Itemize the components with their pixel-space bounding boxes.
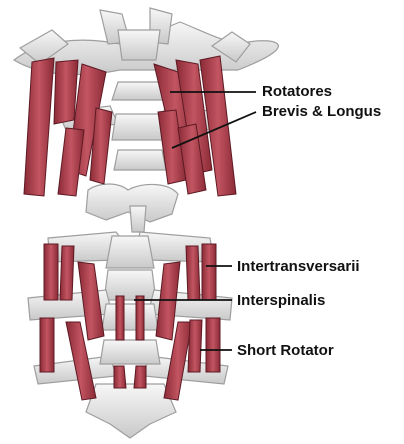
label-rotatores-line1: Rotatores (262, 83, 332, 100)
labels: Rotatores Brevis & Longus Intertransvers… (237, 83, 381, 359)
lower-spine-section (28, 232, 232, 438)
label-short-rotator: Short Rotator (237, 342, 334, 359)
label-interspinalis: Interspinalis (237, 292, 325, 309)
label-intertransversarii: Intertransversarii (237, 258, 360, 275)
label-rotatores-line2: Brevis & Longus (262, 103, 381, 120)
